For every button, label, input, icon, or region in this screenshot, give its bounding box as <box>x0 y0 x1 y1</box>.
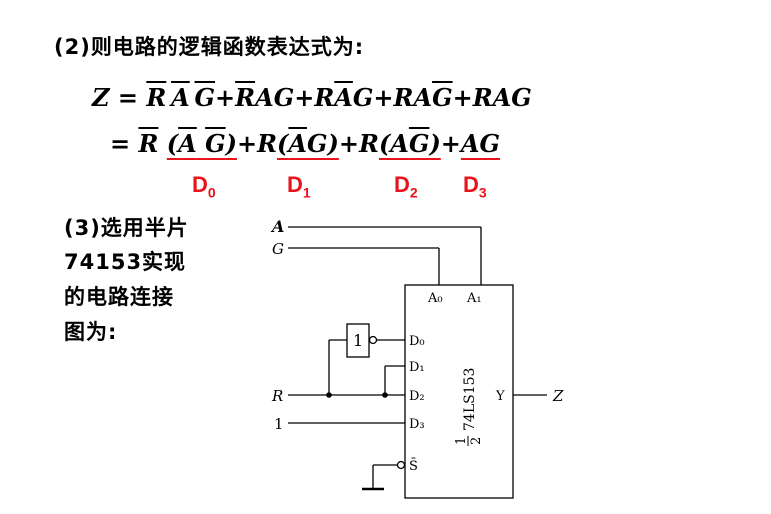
label-input-r: R <box>271 387 283 405</box>
label-output-z: Z <box>552 387 564 405</box>
expr-plus: + <box>215 83 236 112</box>
junction-r-inv <box>326 392 332 398</box>
step3-line-3: 的电路连接 <box>64 285 174 309</box>
expr-letter: R <box>472 83 493 112</box>
pin-a1: A₁ <box>466 291 482 306</box>
expr-d0-g: G <box>205 129 226 158</box>
expr-letter: A <box>255 83 274 112</box>
inverter-bubble <box>368 335 378 345</box>
chip-fraction-den: 2 <box>469 437 484 445</box>
label-input-a: A <box>270 217 284 236</box>
expr-plus: + <box>452 83 473 112</box>
enable-bubble <box>396 460 406 470</box>
expr-term: RAG <box>473 83 532 112</box>
data-label-d3: D3 <box>463 172 487 201</box>
expr-lhs: Z = <box>92 83 138 112</box>
expr-term-d3: AG <box>460 129 501 158</box>
inverter-label: 1 <box>353 331 363 350</box>
expr-plus-3: + <box>440 129 461 158</box>
pin-y: Y <box>495 389 505 404</box>
expr-letter: A <box>171 83 190 112</box>
data-label-d2: D2 <box>394 172 418 201</box>
chip-label-group: 1 2 74LS153 <box>454 368 484 446</box>
expr-plus: + <box>373 83 394 112</box>
expr-letter: R <box>146 83 167 112</box>
expr-term-d0: R (A G) <box>138 129 237 158</box>
step3-line-4: 图为: <box>64 320 118 344</box>
step2-heading: (2)则电路的逻辑函数表达式为: <box>54 31 364 61</box>
pin-d2: D₂ <box>409 389 425 404</box>
pin-a0: A₀ <box>427 291 443 306</box>
expression-line-2: = R (A G)+R(AG)+R(AG)+AG <box>110 129 500 158</box>
pin-d3: D₃ <box>409 417 425 432</box>
expr-letter: G <box>194 83 216 112</box>
expr-plus: + <box>294 83 315 112</box>
expr-letter: A <box>413 83 433 112</box>
expr-letter: R <box>393 83 414 112</box>
expr-letter: A <box>334 83 353 112</box>
data-label-d0: D0 <box>192 172 216 201</box>
expr-letter: G <box>352 83 374 112</box>
expr-letter: A <box>492 83 512 112</box>
expr-d0-a: A <box>178 129 197 158</box>
expr-letter: G <box>273 83 295 112</box>
chip-fraction-num: 1 <box>454 437 469 445</box>
step3-line-2: 74153实现 <box>64 250 187 274</box>
expr-term-d1: R(AG) <box>257 129 339 158</box>
expr-term-d1-inner: (AG) <box>277 129 339 158</box>
expr-letter: R <box>314 83 335 112</box>
label-input-one: 1 <box>274 415 284 433</box>
expr-letter: G <box>511 83 532 112</box>
expr-term-d2: R(AG) <box>359 129 441 158</box>
expression-line-1: Z = R A G+RAG+RAG+RAG+RAG <box>92 83 532 112</box>
chip-74ls153-body <box>404 284 514 499</box>
expr-d2-g: G <box>408 129 430 158</box>
expr-line1-terms: R A G+RAG+RAG+RAG+RAG <box>146 83 531 112</box>
expr-term-d0-r: R <box>138 129 159 158</box>
step2-text: 则电路的逻辑函数表达式为: <box>90 35 365 59</box>
expr-letter: G <box>432 83 453 112</box>
junction-r-d2 <box>382 392 388 398</box>
expr-term-d0-inner: (A G) <box>166 129 237 158</box>
expr-plus-2: + <box>338 129 359 158</box>
step3-line-1: (3)选用半片 <box>64 216 189 240</box>
expr-term: R A G <box>146 83 215 112</box>
label-input-g: G <box>272 240 284 258</box>
expr-term: RAG <box>394 83 453 112</box>
data-label-d1: D1 <box>287 172 311 201</box>
expr-term-d2-inner: (AG) <box>378 129 441 158</box>
chip-name: 74LS153 <box>462 368 478 431</box>
expr-term: RAG <box>314 83 373 112</box>
expr-term: RAG <box>235 83 294 112</box>
pin-d1: D₁ <box>409 360 425 375</box>
expr-plus-1: + <box>236 129 258 158</box>
step2-prefix: (2) <box>54 35 91 59</box>
expr-letter: R <box>235 83 256 112</box>
pin-d0: D₀ <box>409 334 425 349</box>
expr-d1-a: A <box>288 129 308 158</box>
pin-s: S̄ <box>409 458 418 474</box>
expr-eq: = <box>110 129 131 158</box>
